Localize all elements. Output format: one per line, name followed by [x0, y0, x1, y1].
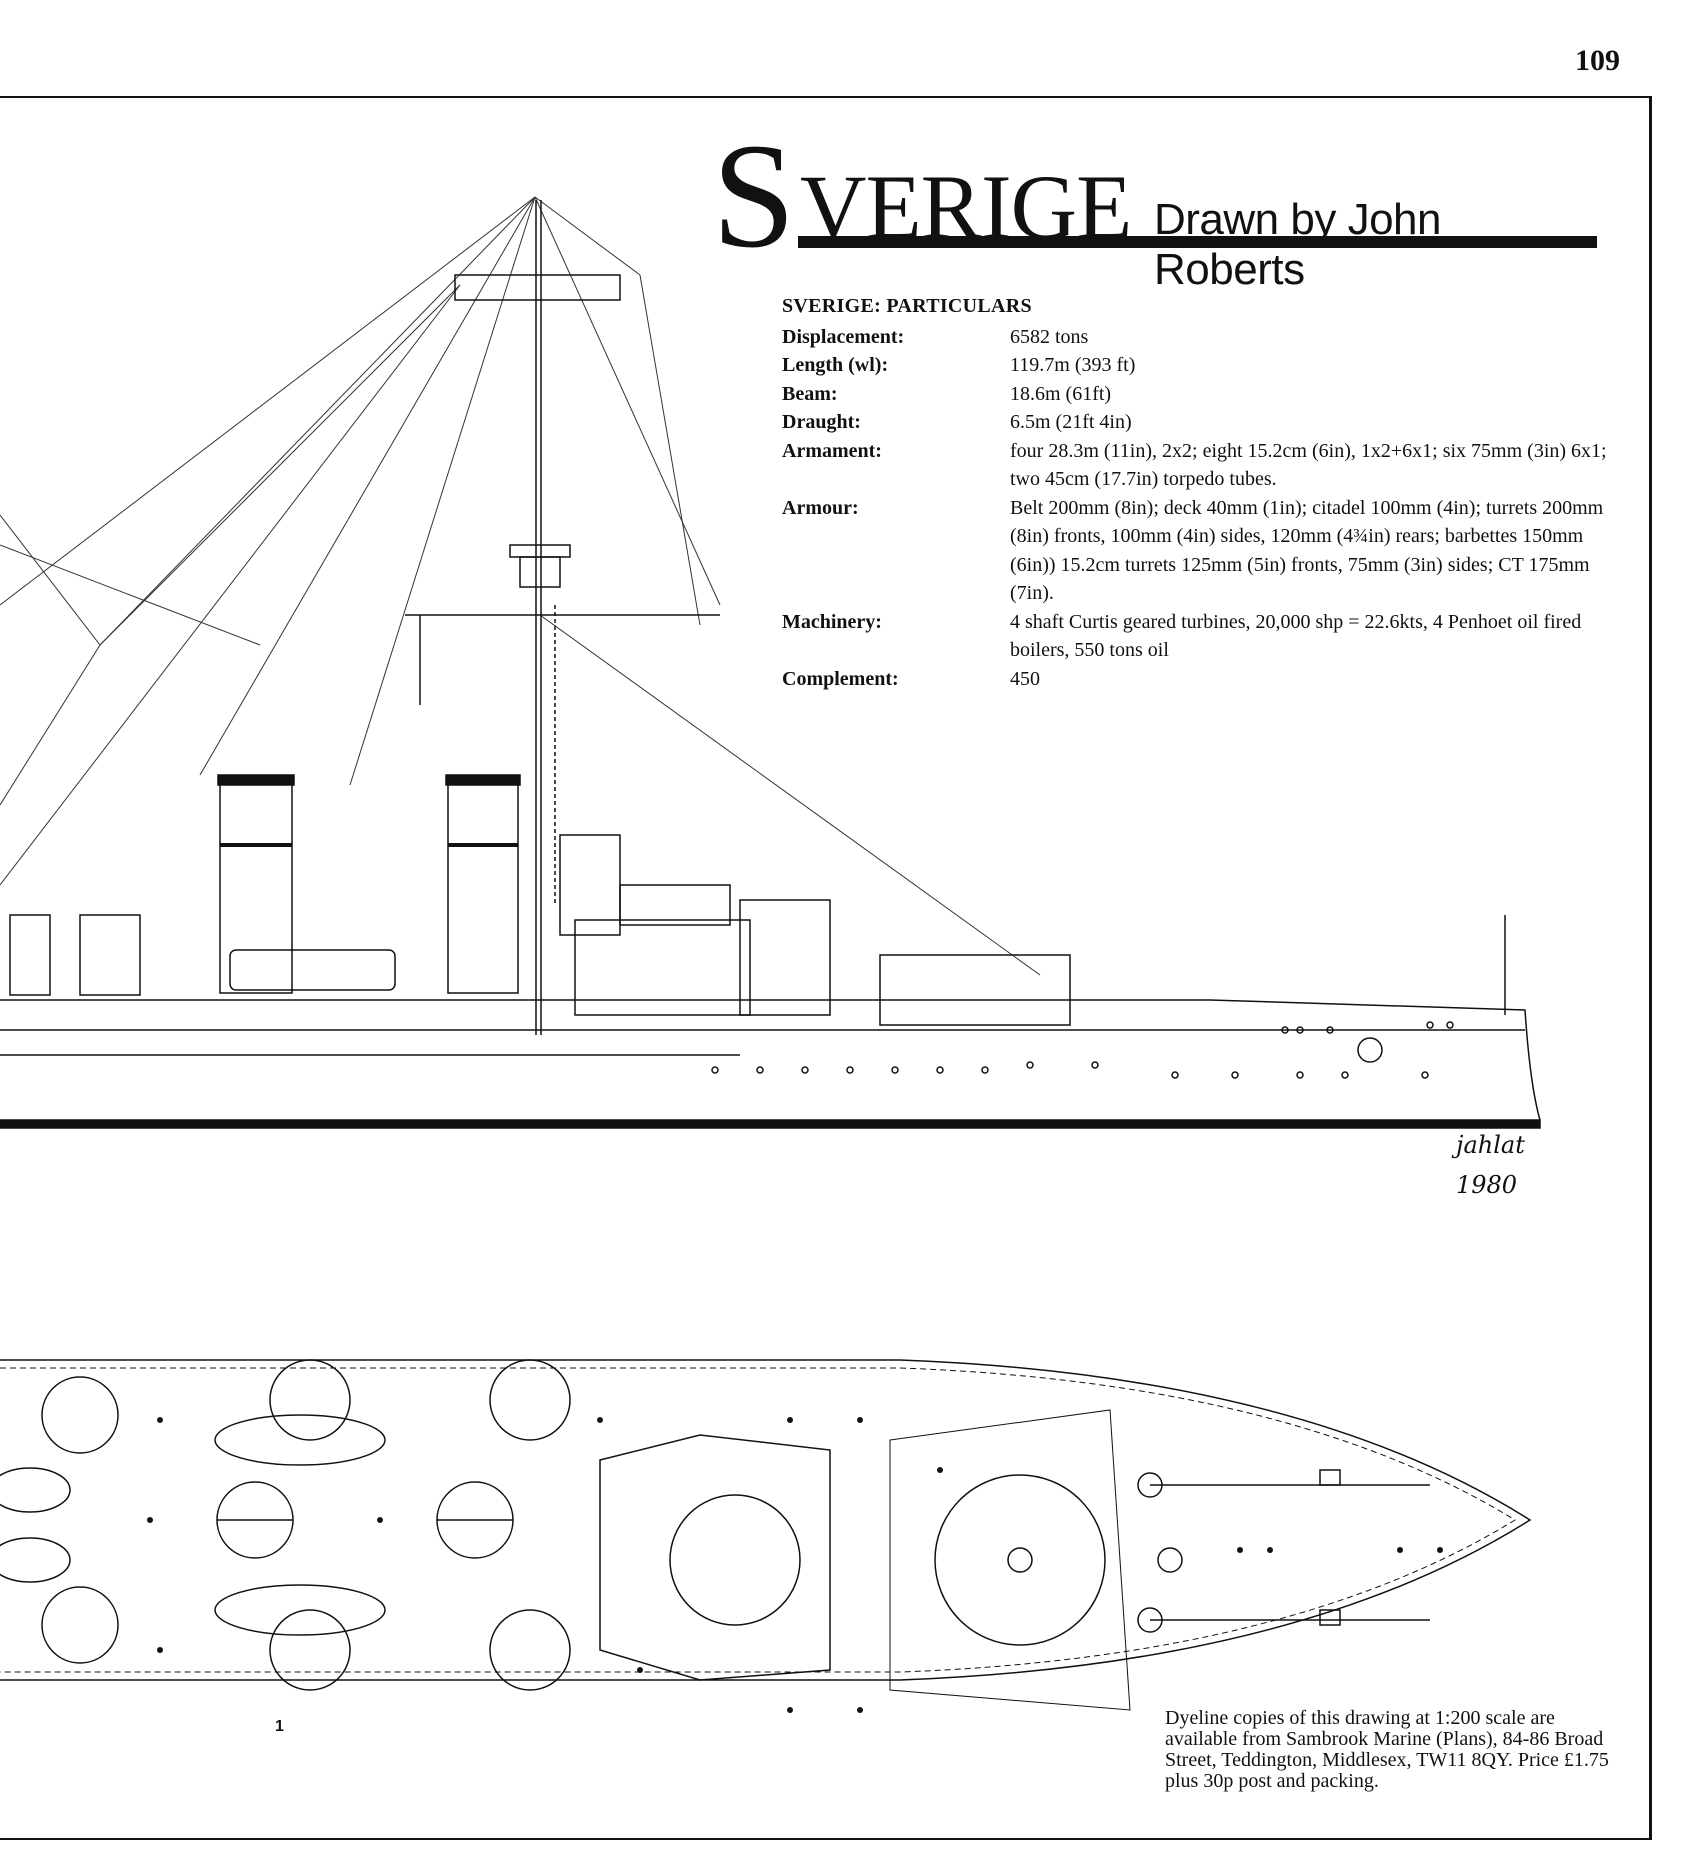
particulars-table: SVERIGE: PARTICULARS Displacement: 6582 … [782, 292, 1612, 693]
particulars-heading: SVERIGE: PARTICULARS [782, 295, 1032, 317]
signature-text: jahlat 1980 [1456, 1131, 1525, 1199]
particulars-label: Machinery: [782, 610, 882, 633]
particulars-value: 18.6m (61ft) [1010, 382, 1112, 405]
side-elevation-drawing [0, 196, 1541, 1129]
availability-note: Dyeline copies of this drawing at 1:200 … [1165, 1707, 1609, 1792]
particulars-value: 4 shaft Curtis geared turbines, 20,000 s… [1010, 610, 1582, 662]
bridge-structure [599, 1409, 1131, 1711]
particulars-value: 6.5m (21ft 4in) [1010, 411, 1132, 433]
portholes [711, 1021, 1454, 1079]
masts [405, 200, 720, 1035]
title-byline: Drawn by John Roberts [1154, 195, 1441, 294]
title-initial: S [712, 113, 796, 279]
particulars-row: Armour: Belt 200mm (8in); deck 40mm (1in… [782, 494, 1612, 608]
particulars-row: Machinery: 4 shaft Curtis geared turbine… [782, 608, 1612, 665]
particulars-row: Length (wl): 119.7m (393 ft) [782, 351, 1612, 380]
deck-fittings [147, 1417, 1443, 1713]
funnel-tops [216, 1481, 514, 1559]
artist-signature: jahlat 1980 [1456, 1125, 1566, 1199]
page-number: 109 [1575, 44, 1620, 77]
particulars-label: Armament: [782, 439, 882, 462]
particulars-label: Beam: [782, 382, 838, 405]
title-rule [798, 236, 1597, 248]
rigging-lines [0, 196, 1041, 976]
superstructure [9, 834, 1071, 1026]
particulars-value: 6582 tons [1010, 325, 1089, 348]
particulars-label: Draught: [782, 411, 861, 433]
particulars-row: Displacement: 6582 tons [782, 323, 1612, 352]
bow-fittings [1137, 1469, 1430, 1633]
deck-plan-drawing [0, 1359, 1532, 1713]
plan-marker: 1 [275, 1718, 284, 1735]
hull [0, 915, 1541, 1129]
particulars-value: 119.7m (393 ft) [1010, 354, 1136, 376]
particulars-row: Complement: 450 [782, 665, 1612, 694]
particulars-row: Beam: 18.6m (61ft) [782, 380, 1612, 409]
hull-outline [0, 1359, 1532, 1681]
boats [0, 1414, 386, 1636]
page-frame [0, 96, 1652, 1840]
funnels [217, 774, 521, 994]
title-block: S VERIGE Drawn by John Roberts [712, 121, 1597, 294]
particulars-label: Complement: [782, 667, 899, 690]
turrets [41, 1359, 1106, 1691]
particulars-label: Armour: [782, 496, 859, 519]
particulars-label: Length (wl): [782, 354, 889, 376]
particulars-value: Belt 200mm (8in); deck 40mm (1in); citad… [1010, 496, 1604, 605]
particulars-row: Armament: four 28.3m (11in), 2x2; eight … [782, 437, 1612, 494]
particulars-label: Displacement: [782, 325, 905, 348]
particulars-value: four 28.3m (11in), 2x2; eight 15.2cm (6i… [1010, 439, 1607, 491]
particulars-value: 450 [1010, 667, 1040, 690]
particulars-row: Draught: 6.5m (21ft 4in) [782, 408, 1612, 437]
anchor [1357, 1037, 1383, 1063]
